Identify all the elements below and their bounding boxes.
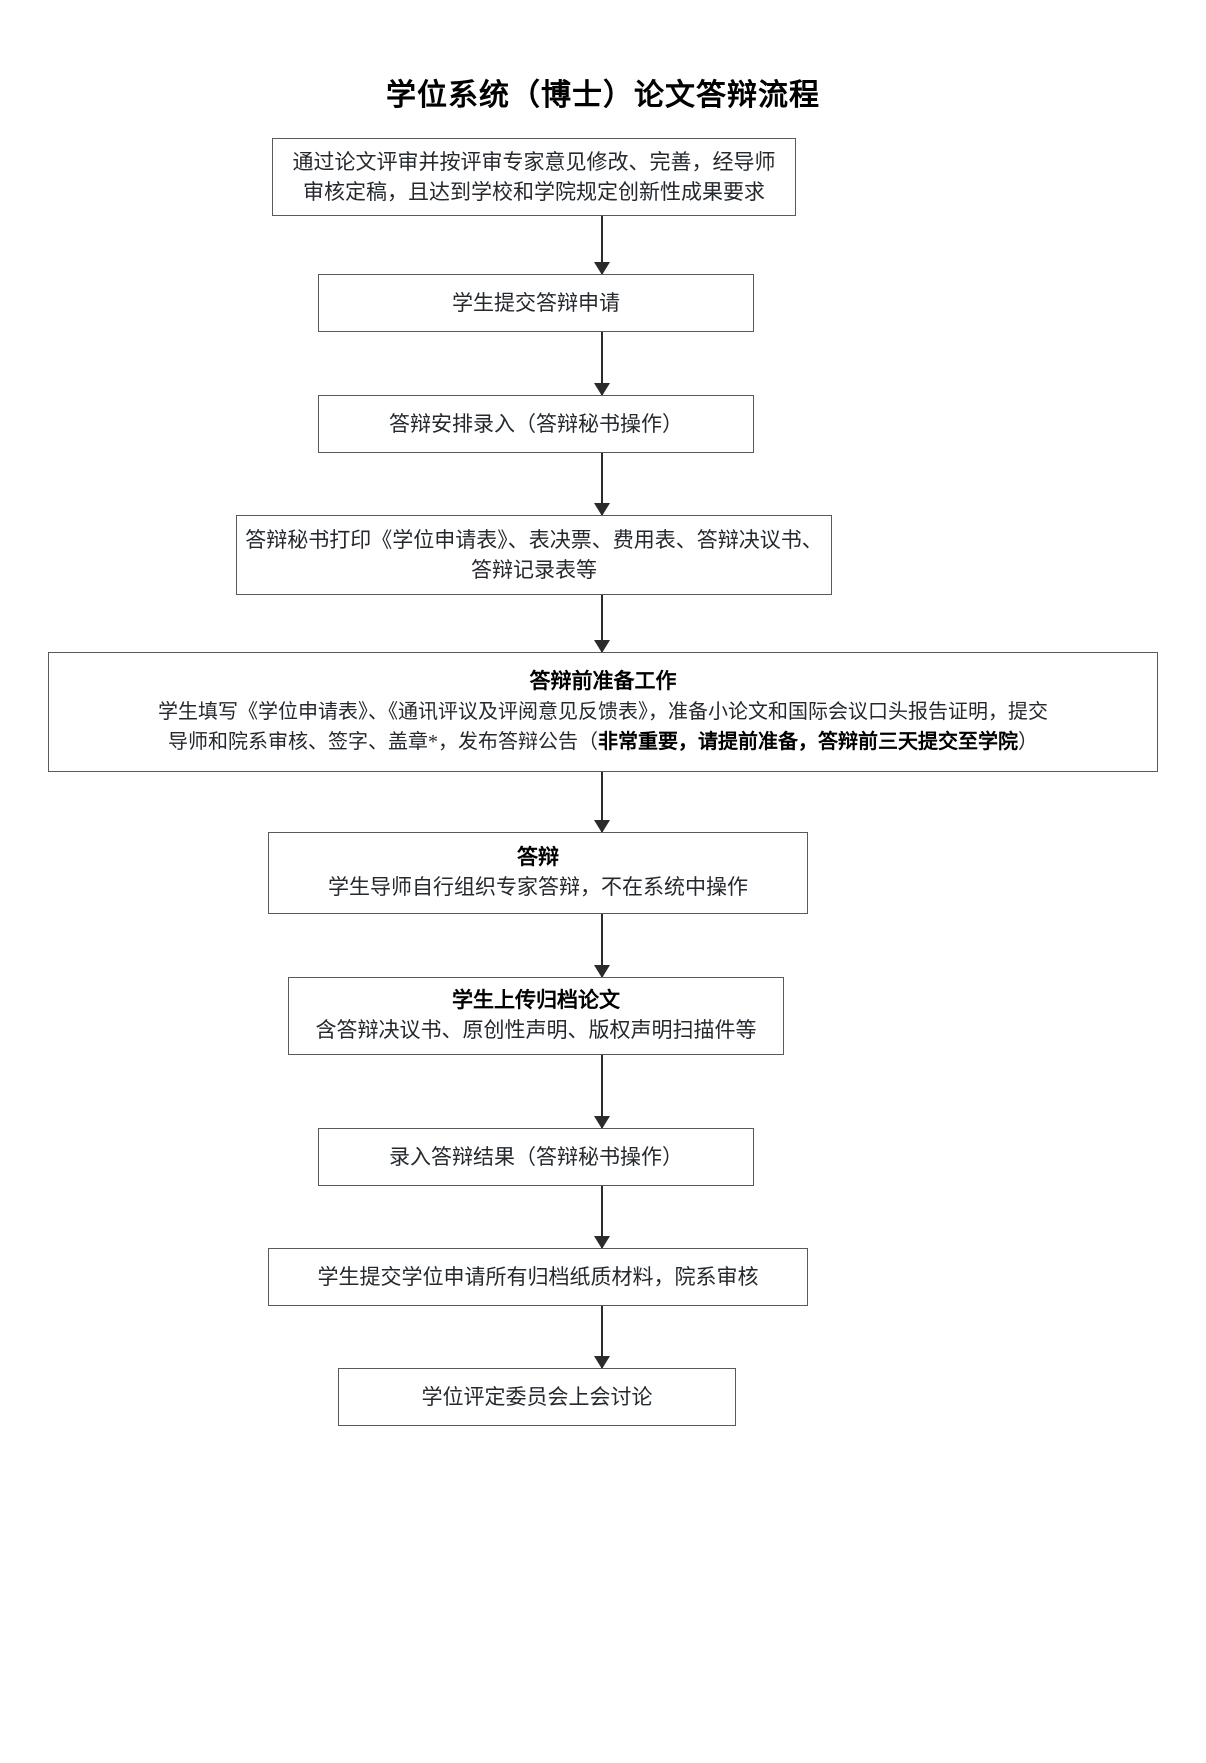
flow-node-degree-committee-discussion: 学位评定委员会上会讨论 [338,1368,736,1426]
arrow-application-to-arrangement [601,332,603,395]
arrow-review-to-application [601,216,603,274]
arrow-result-to-materials [601,1186,603,1248]
node-text-line: 学生提交答辩申请 [452,290,620,315]
page-title: 学位系统（博士）论文答辩流程 [386,79,820,112]
flow-node-student-submit-defense-application: 学生提交答辩申请 [318,274,754,332]
node-text-line: 录入答辩结果（答辩秘书操作） [389,1144,683,1169]
node-text-line-emphasized: 导师和院系审核、签字、盖章*，发布答辩公告（非常重要，请提前准备，答辩前三天提交… [49,727,1157,757]
node-text-line: 答辩记录表等 [471,558,597,582]
node-text-emphasis: 非常重要，请提前准备，答辩前三天提交至学院 [598,730,1018,753]
node-text-line: 含答辩决议书、原创性声明、版权声明扫描件等 [315,1018,757,1043]
node-text-line: 学位评定委员会上会讨论 [421,1384,653,1409]
node-text-line: 学生导师自行组织专家答辩，不在系统中操作 [328,875,748,900]
node-text-line: 通过论文评审并按评审专家意见修改、完善，经导师 [292,149,776,174]
arrow-preparation-to-defense [601,772,603,832]
flow-node-thesis-review-passed: 通过论文评审并按评审专家意见修改、完善，经导师 审核定稿，且达到学校和学院规定创… [272,138,796,216]
node-heading: 答辩前准备工作 [529,670,677,694]
node-text-line: 答辩安排录入（答辩秘书操作） [389,411,683,436]
arrow-defense-to-upload [601,914,603,977]
arrow-upload-to-result [601,1055,603,1128]
node-text-line: 答辩秘书打印《学位申请表》、表决票、费用表、答辩决议书、 [245,527,823,552]
node-heading: 学生上传归档论文 [452,989,620,1013]
arrow-arrangement-to-print [601,453,603,515]
node-heading: 答辩 [517,846,559,870]
node-text-line: 学生提交学位申请所有归档纸质材料，院系审核 [317,1264,759,1289]
flow-node-defense-arrangement-entry: 答辩安排录入（答辩秘书操作） [318,395,754,453]
flow-node-enter-defense-result: 录入答辩结果（答辩秘书操作） [318,1128,754,1186]
arrow-materials-to-committee [601,1306,603,1368]
node-text-suffix: ） [1018,730,1038,753]
flow-node-submit-paper-materials-department-review: 学生提交学位申请所有归档纸质材料，院系审核 [268,1248,808,1306]
flow-node-pre-defense-preparation: 答辩前准备工作 学生填写《学位申请表》、《通讯评议及评阅意见反馈表》，准备小论文… [48,652,1158,772]
node-text-line: 学生填写《学位申请表》、《通讯评议及评阅意见反馈表》，准备小论文和国际会议口头报… [158,700,1048,723]
flow-node-secretary-print-forms: 答辩秘书打印《学位申请表》、表决票、费用表、答辩决议书、 答辩记录表等 [236,515,832,595]
flow-node-student-upload-archived-thesis: 学生上传归档论文 含答辩决议书、原创性声明、版权声明扫描件等 [288,977,784,1055]
node-text-line: 审核定稿，且达到学校和学院规定创新性成果要求 [303,180,765,204]
arrow-print-to-preparation [601,595,603,652]
node-text-prefix: 导师和院系审核、签字、盖章*，发布答辩公告（ [168,730,598,753]
flow-node-defense: 答辩 学生导师自行组织专家答辩，不在系统中操作 [268,832,808,914]
